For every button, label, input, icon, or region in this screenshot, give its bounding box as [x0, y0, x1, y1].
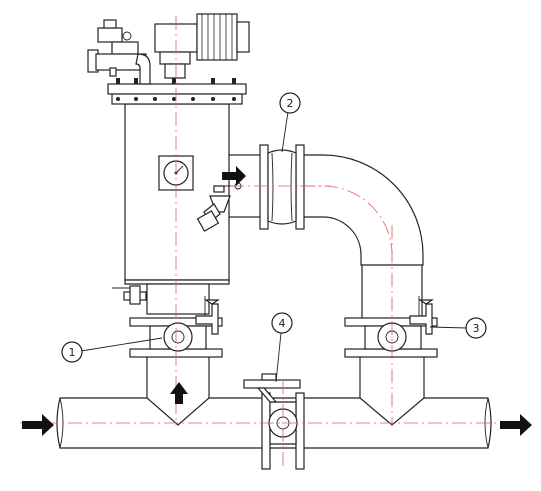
- callout-2-label: 2: [287, 97, 294, 110]
- drain-valve: [112, 285, 147, 305]
- callout-1: 1: [61, 337, 163, 363]
- flow-arrows: [22, 166, 532, 436]
- callout-3-label: 3: [473, 322, 480, 335]
- valve-3: [344, 296, 438, 358]
- outlet-arrow: [500, 414, 532, 436]
- flange-bolts: [116, 97, 236, 101]
- filter-housing: [124, 103, 230, 315]
- sample-valve: [196, 182, 242, 232]
- top-flange: [107, 78, 247, 105]
- callout-3: 3: [429, 317, 487, 339]
- expansion-joint: [259, 144, 305, 230]
- filter-outlet-arrow: [222, 166, 246, 186]
- centerlines: [20, 16, 520, 470]
- inlet-arrow: [22, 414, 54, 436]
- callout-1-label: 1: [69, 346, 76, 359]
- elbow-pipe: [299, 154, 424, 266]
- callout-4: 4: [271, 312, 293, 383]
- callout-2: 2: [279, 92, 301, 153]
- filter-inlet-arrow: [170, 382, 188, 404]
- callout-4-label: 4: [279, 317, 286, 330]
- flush-valve: [87, 19, 151, 85]
- drive-motor: [154, 13, 250, 79]
